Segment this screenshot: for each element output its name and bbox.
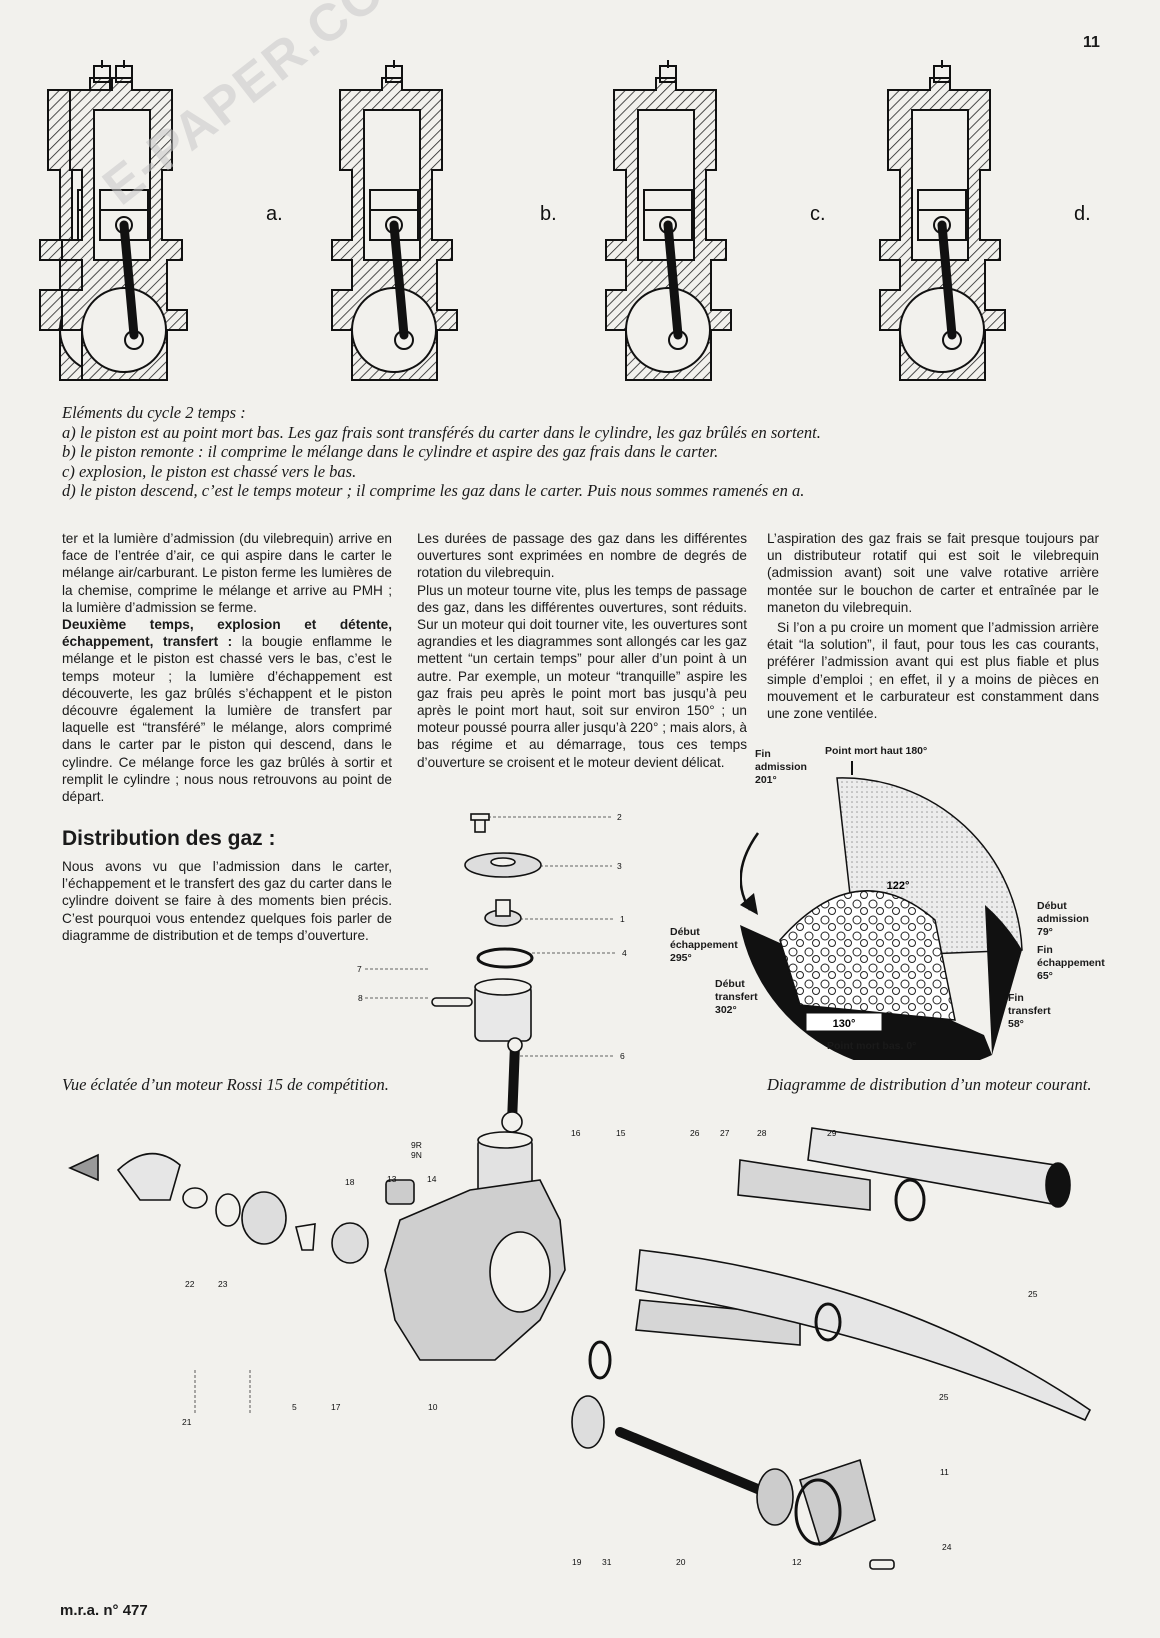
engine-label-c: c. [810, 203, 826, 225]
angle-admission: 122° [887, 880, 910, 892]
part-17: 17 [331, 1402, 341, 1412]
part-4: 4 [622, 948, 627, 958]
label-debut-transfert: Début transfert 302° [715, 978, 758, 1017]
part-26: 26 [690, 1128, 700, 1138]
col2-paragraph-1: Les durées de passage des gaz dans les d… [417, 531, 747, 581]
part-9r: 9R [411, 1140, 422, 1150]
cycle-caption-a: a) le piston est au point mort bas. Les … [62, 422, 821, 442]
part-22: 22 [185, 1279, 195, 1289]
part-8: 8 [358, 993, 363, 1003]
engine-label-b: b. [540, 203, 557, 225]
engine-cycle-illustrations: a. b. c. d. [39, 60, 1091, 400]
fin-admission-l3: 201° [755, 774, 777, 786]
part-10: 10 [428, 1402, 438, 1412]
part-5: 5 [292, 1402, 297, 1412]
angle-transfert: 130° [833, 1018, 856, 1030]
part-21: 21 [182, 1417, 192, 1427]
part-27: 27 [720, 1128, 730, 1138]
debut-transfert-l3: 302° [715, 1004, 737, 1016]
part-29: 29 [827, 1128, 837, 1138]
part-7: 7 [357, 964, 362, 974]
part-25b: 25 [939, 1392, 949, 1402]
section-title: Distribution des gaz : [62, 827, 276, 850]
label-debut-admission: Début admission 79° [1037, 900, 1089, 939]
label-pmh: Point mort haut 180° [825, 745, 928, 757]
footer-issue: m.r.a. n° 477 [60, 1602, 148, 1619]
label-fin-admission: Fin admission 201° [755, 748, 807, 787]
engine-label-d: d. [1074, 203, 1091, 225]
col1-paragraph-3: Nous avons vu que l’admission dans le ca… [62, 859, 392, 943]
column-2: Les durées de passage des gaz dans les d… [417, 530, 747, 771]
cycle-caption: Eléments du cycle 2 temps : a) le piston… [62, 403, 1062, 501]
fin-transfert-l3: 58° [1008, 1018, 1024, 1030]
label-fin-transfert: Fin transfert 58° [1008, 992, 1051, 1031]
col1-paragraph-2: Deuxième temps, explosion et détente, éc… [62, 616, 392, 805]
debut-echappement-l2: échappement [670, 939, 738, 951]
label-pmb: Point mort bas. 0° [827, 1040, 917, 1052]
label-fin-echappement: Fin échappement 65° [1037, 944, 1105, 983]
debut-transfert-l1: Début [715, 978, 745, 990]
part-12: 12 [792, 1557, 802, 1567]
part-9n: 9N [411, 1150, 422, 1160]
part-23: 23 [218, 1279, 228, 1289]
column-1: ter et la lumière d’admission (du vilebr… [62, 530, 392, 805]
cycle-caption-title: Eléments du cycle 2 temps : [62, 403, 246, 422]
part-13: 13 [387, 1174, 397, 1184]
timing-diagram: 130° 122° [740, 761, 1023, 1060]
cycle-caption-d: d) le piston descend, c’est le temps mot… [62, 481, 805, 500]
cycle-caption-b: b) le piston remonte : il comprime le mé… [62, 442, 719, 461]
part-31: 31 [602, 1557, 612, 1567]
col1-paragraph-2-body: la bougie enflamme le mélange et le pist… [62, 634, 392, 805]
debut-transfert-l2: transfert [715, 991, 758, 1003]
part-25a: 25 [1028, 1289, 1038, 1299]
engine-label-a: a. [266, 203, 283, 225]
part-18: 18 [345, 1177, 355, 1187]
part-1: 1 [620, 914, 625, 924]
timing-diagram-caption: Diagramme de distribution d’un moteur co… [767, 1075, 1092, 1094]
part-19: 19 [572, 1557, 582, 1567]
col1-paragraph-2-heading: Deuxième temps, explosion et détente, éc… [62, 617, 392, 650]
fin-admission-l2: admission [755, 761, 807, 773]
part-2: 2 [617, 812, 622, 822]
exploded-view-caption: Vue éclatée d’un moteur Rossi 15 de comp… [62, 1075, 389, 1094]
part-11: 11 [940, 1467, 949, 1477]
col3-paragraph-2: Si l’on a pu croire un moment que l’admi… [767, 620, 1099, 722]
part-15: 15 [616, 1128, 626, 1138]
fin-echappement-l2: échappement [1037, 957, 1105, 969]
column-1-lower: Nous avons vu que l’admission dans le ca… [62, 858, 392, 944]
col1-paragraph-1: ter et la lumière d’admission (du vilebr… [62, 531, 392, 615]
debut-echappement-l1: Début [670, 926, 700, 938]
column-3: L’aspiration des gaz frais se fait presq… [767, 530, 1099, 722]
cycle-caption-c: c) explosion, le piston est chassé vers … [62, 461, 357, 481]
debut-admission-l1: Début [1037, 900, 1067, 912]
fin-admission-l1: Fin [755, 748, 771, 760]
col3-paragraph-1: L’aspiration des gaz frais se fait presq… [767, 531, 1099, 615]
fin-echappement-l3: 65° [1037, 970, 1053, 982]
fin-echappement-l1: Fin [1037, 944, 1053, 956]
part-16: 16 [571, 1128, 581, 1138]
page-number: 11 [1083, 34, 1100, 51]
fin-transfert-l2: transfert [1008, 1005, 1051, 1017]
part-24: 24 [942, 1542, 952, 1552]
debut-admission-l2: admission [1037, 913, 1089, 925]
debut-echappement-l3: 295° [670, 952, 692, 964]
part-20: 20 [676, 1557, 686, 1567]
part-28: 28 [757, 1128, 767, 1138]
part-6: 6 [620, 1051, 625, 1061]
part-3: 3 [617, 861, 622, 871]
exploded-view: 2 3 1 4 7 8 6 9R 9N 16 15 26 27 28 29 18… [68, 812, 1092, 1570]
part-14: 14 [427, 1174, 437, 1184]
label-debut-echappement: Début échappement 295° [670, 926, 738, 965]
col2-paragraph-2: Plus un moteur tourne vite, plus les tem… [417, 582, 747, 770]
debut-admission-l3: 79° [1037, 926, 1053, 938]
fin-transfert-l1: Fin [1008, 992, 1024, 1004]
